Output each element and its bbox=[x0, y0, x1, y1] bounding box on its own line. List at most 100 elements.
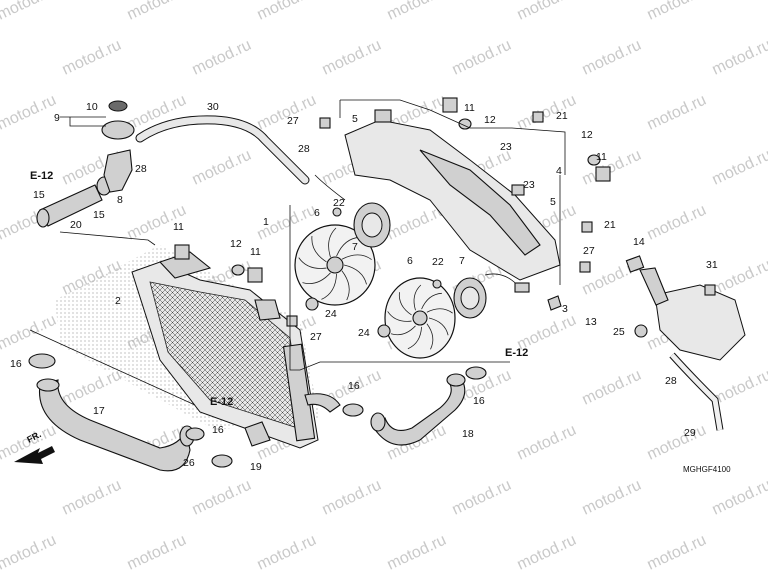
callout-23-b: 23 bbox=[523, 179, 535, 191]
callout-11-a: 11 bbox=[173, 221, 184, 233]
callout-16-d: 16 bbox=[473, 395, 485, 407]
fan-blade bbox=[421, 292, 442, 310]
callouts: 1 2 3 4 5 5 6 6 7 7 8 9 10 11 11 11 11 1… bbox=[10, 101, 718, 473]
fan-blade bbox=[341, 254, 372, 260]
fan-blade bbox=[311, 235, 327, 263]
watermark-text: motod.ru bbox=[515, 0, 579, 24]
fan-blade bbox=[413, 284, 422, 311]
fan-blade bbox=[341, 270, 350, 301]
callout-28-b: 28 bbox=[298, 143, 310, 155]
watermark-text: motod.ru bbox=[320, 37, 384, 79]
watermark-text: motod.ru bbox=[580, 37, 644, 79]
callout-2: 2 bbox=[115, 295, 121, 307]
fan-motor-left bbox=[314, 174, 391, 248]
callout-14: 14 bbox=[633, 236, 645, 248]
callout-21-a: 21 bbox=[556, 110, 568, 122]
callout-9: 9 bbox=[54, 112, 60, 124]
callout-3: 3 bbox=[562, 303, 568, 315]
watermark-text: motod.ru bbox=[710, 147, 768, 189]
callout-21-b: 21 bbox=[604, 219, 616, 231]
watermark-text: motod.ru bbox=[255, 92, 319, 134]
watermark-text: motod.ru bbox=[0, 0, 59, 24]
callout-7-right: 7 bbox=[459, 255, 465, 267]
small-parts bbox=[28, 97, 716, 468]
watermark-text: motod.ru bbox=[255, 0, 319, 24]
callout-31: 31 bbox=[706, 259, 718, 271]
fan-left bbox=[294, 224, 376, 306]
ref-labels: E-12 E-12 E-12 bbox=[30, 170, 528, 408]
callout-17: 17 bbox=[93, 405, 105, 417]
callout-6-right: 6 bbox=[407, 255, 413, 267]
callout-20: 20 bbox=[70, 219, 82, 231]
hose-20 bbox=[36, 100, 135, 228]
callout-28-c: 28 bbox=[665, 375, 677, 387]
fan-blade bbox=[343, 264, 367, 285]
callout-23-a: 23 bbox=[500, 141, 512, 153]
watermark-text: motod.ru bbox=[60, 37, 124, 79]
fan-blade bbox=[428, 317, 449, 336]
hose-30 bbox=[135, 115, 310, 185]
callout-27-c: 27 bbox=[583, 245, 595, 257]
watermark-text: motod.ru bbox=[515, 92, 579, 134]
fan-motor-right bbox=[453, 273, 530, 319]
callout-15-b: 15 bbox=[93, 209, 105, 221]
callout-8: 8 bbox=[117, 194, 123, 206]
watermark-text: motod.ru bbox=[580, 147, 644, 189]
ref-label-e12-top: E-12 bbox=[30, 170, 53, 182]
leader-lines bbox=[29, 99, 566, 406]
fan-blade bbox=[321, 273, 337, 300]
watermark-text: motod.ru bbox=[580, 477, 644, 519]
callout-7-left: 7 bbox=[352, 241, 358, 253]
callout-26: 26 bbox=[183, 457, 195, 469]
callout-13: 13 bbox=[585, 316, 597, 328]
watermark-text: motod.ru bbox=[580, 367, 644, 409]
watermark-text: motod.ru bbox=[190, 477, 254, 519]
fan-blade bbox=[407, 326, 422, 350]
watermark-text: motod.ru bbox=[710, 477, 768, 519]
callout-24-a: 24 bbox=[325, 308, 337, 320]
watermark-text: motod.ru bbox=[645, 202, 709, 244]
callout-6-left: 6 bbox=[314, 207, 320, 219]
watermark-text: motod.ru bbox=[515, 422, 579, 464]
fan-blade bbox=[328, 227, 337, 258]
hose-18 bbox=[370, 373, 466, 446]
fan-blade bbox=[390, 325, 416, 336]
watermark-text: motod.ru bbox=[450, 477, 514, 519]
watermark-text: motod.ru bbox=[0, 92, 59, 134]
diagram-code: MGHGF4100 bbox=[683, 465, 731, 474]
callout-12-c: 12 bbox=[581, 129, 593, 141]
callout-5-top: 5 bbox=[352, 113, 358, 125]
callout-22-b: 22 bbox=[432, 256, 444, 268]
fan-blade bbox=[387, 311, 412, 322]
fan-blade bbox=[302, 272, 331, 285]
callout-29: 29 bbox=[684, 427, 696, 439]
ref-label-e12-right: E-12 bbox=[505, 347, 528, 359]
callout-10: 10 bbox=[86, 101, 98, 113]
fan-blade bbox=[398, 292, 412, 316]
watermark-text: motod.ru bbox=[190, 147, 254, 189]
fan-right bbox=[384, 277, 456, 359]
callout-11-d: 11 bbox=[596, 151, 607, 163]
callout-5-right: 5 bbox=[550, 196, 556, 208]
callout-11-b: 11 bbox=[250, 246, 261, 258]
callout-11-c: 11 bbox=[464, 102, 475, 114]
watermark-text: motod.ru bbox=[645, 92, 709, 134]
callout-27-b: 27 bbox=[310, 331, 322, 343]
watermark-text: motod.ru bbox=[385, 0, 449, 24]
watermark-text: motod.ru bbox=[385, 532, 449, 574]
watermark-text: motod.ru bbox=[60, 477, 124, 519]
watermark-text: motod.ru bbox=[255, 532, 319, 574]
watermark-text: motod.ru bbox=[645, 0, 709, 24]
callout-16-a: 16 bbox=[10, 358, 22, 370]
callout-22-a: 22 bbox=[333, 197, 345, 209]
callout-28-a: 28 bbox=[135, 163, 147, 175]
watermark-text: motod.ru bbox=[710, 37, 768, 79]
callout-15-a: 15 bbox=[33, 189, 45, 201]
callout-12-a: 12 bbox=[230, 238, 242, 250]
callout-30: 30 bbox=[207, 101, 219, 113]
watermark-text: motod.ru bbox=[190, 37, 254, 79]
watermark-text: motod.ru bbox=[645, 422, 709, 464]
callout-19: 19 bbox=[250, 461, 262, 473]
callout-12-b: 12 bbox=[484, 114, 496, 126]
